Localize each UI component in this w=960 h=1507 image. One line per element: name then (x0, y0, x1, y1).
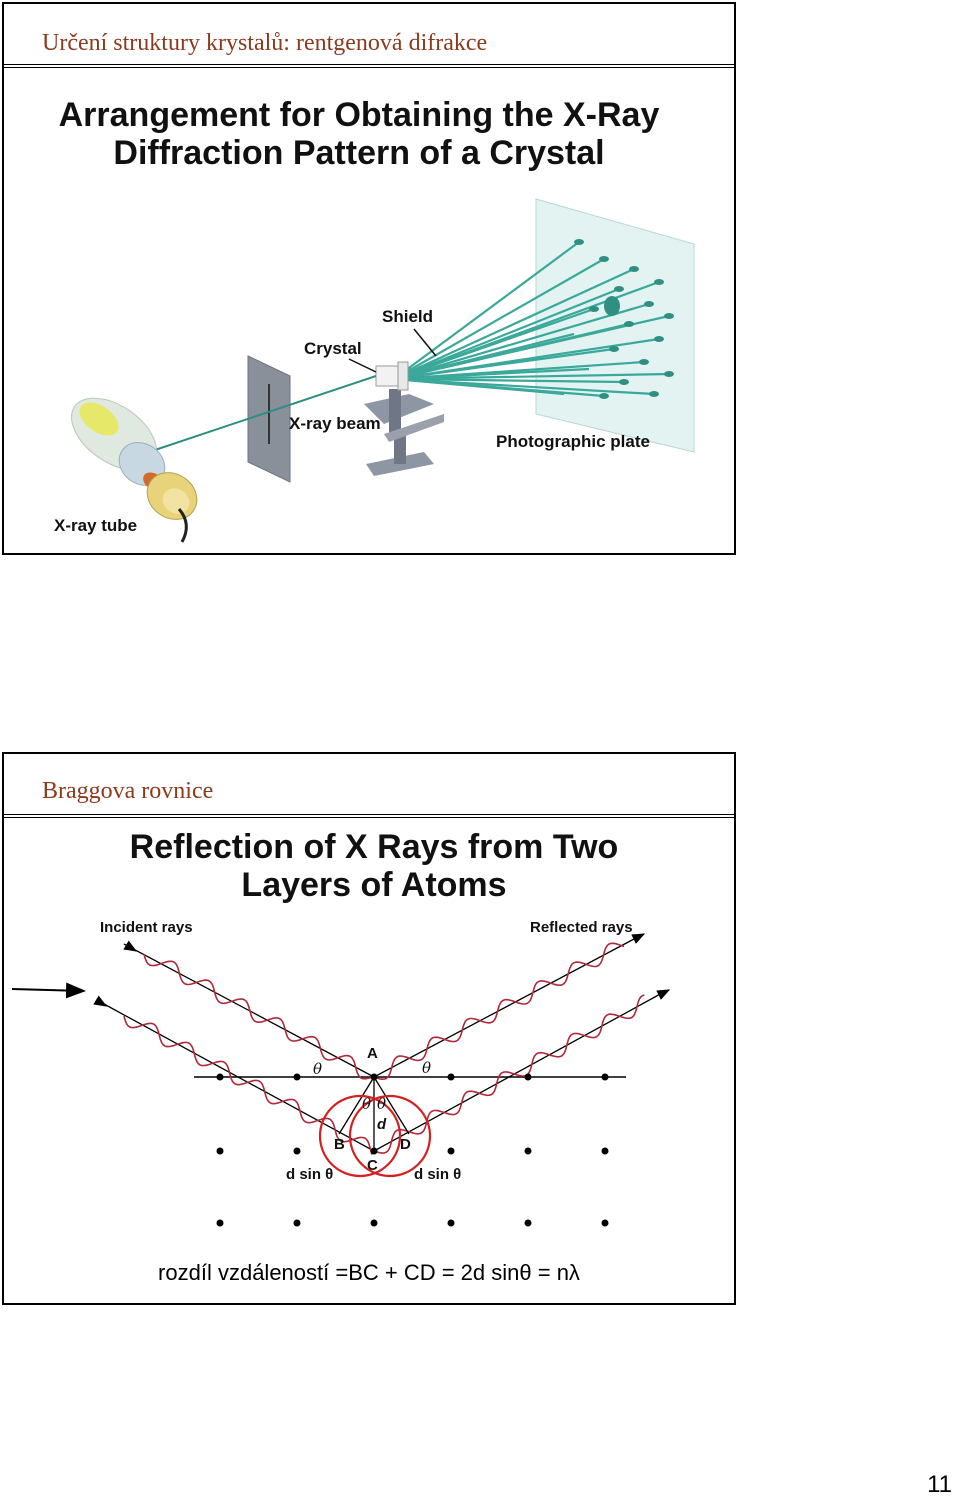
slide-bragg-equation: Braggova rovnice Reflection of X Rays fr… (2, 752, 736, 1305)
label-theta-inner-right: θ (377, 1095, 386, 1113)
label-point-d: D (400, 1136, 411, 1153)
label-incident-rays: Incident rays (100, 919, 193, 936)
label-crystal: Crystal (304, 339, 362, 358)
label-xray-tube: X-ray tube (54, 516, 137, 535)
crystal (376, 366, 398, 386)
slide-xray-arrangement: Určení struktury krystalů: rentgenová di… (2, 2, 736, 555)
label-theta-right: θ (422, 1059, 431, 1077)
label-d-sin-theta-right: d sin θ (414, 1166, 461, 1183)
label-xray-beam: X-ray beam (289, 414, 381, 433)
shield (398, 362, 408, 390)
label-photographic-plate: Photographic plate (496, 432, 650, 451)
label-d-sin-theta-left: d sin θ (286, 1166, 333, 1183)
atoms-row-3 (217, 1220, 609, 1227)
label-point-b: B (334, 1136, 345, 1153)
pointer-arrow (12, 989, 84, 991)
label-theta-left: θ (313, 1060, 322, 1078)
atoms-row-2 (217, 1148, 609, 1155)
label-shield: Shield (382, 307, 433, 326)
label-d: d (377, 1116, 387, 1133)
bragg-reflection-diagram: Incident rays Reflected rays A B C D d θ… (4, 754, 738, 1307)
label-point-c: C (367, 1157, 378, 1174)
label-reflected-rays: Reflected rays (530, 919, 633, 936)
bragg-equation: rozdíl vzdáleností =BC + CD = 2d sinθ = … (4, 1260, 734, 1286)
page-number: 11 (927, 1471, 952, 1499)
photographic-plate (536, 199, 694, 452)
label-point-a: A (367, 1045, 378, 1062)
xray-apparatus-diagram: Shield Crystal X-ray beam Photographic p… (4, 4, 738, 557)
label-theta-inner-left: θ (362, 1095, 371, 1113)
